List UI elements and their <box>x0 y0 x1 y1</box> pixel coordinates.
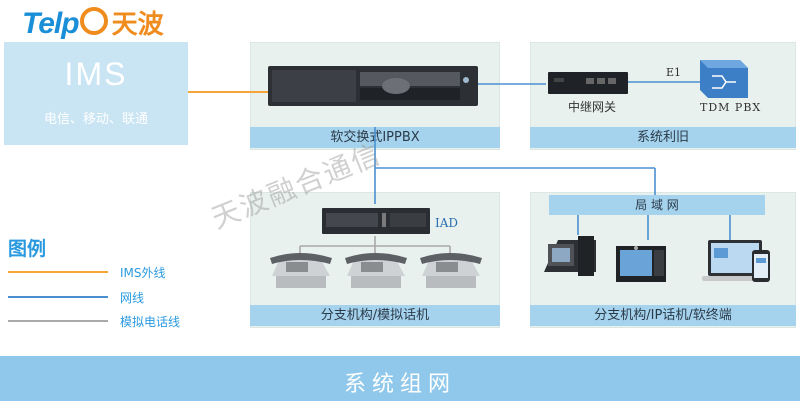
legend-label-network: 网线 <box>120 291 145 305</box>
network-diagram <box>8 60 770 322</box>
trunk-gateway-icon <box>548 72 628 94</box>
analog-label: 分支机构/模拟话机 <box>250 305 500 326</box>
iad-label: IAD <box>435 216 459 230</box>
analog-phone-icon <box>345 253 407 288</box>
analog-phone-icon <box>420 253 482 288</box>
logo-latin-text: Telp <box>22 7 80 40</box>
tdm-pbx-label: TDM PBX <box>700 101 762 114</box>
logo-chinese-text: 天波 <box>111 10 164 40</box>
ip-label: 分支机构/IP话机/软终端 <box>530 305 796 326</box>
e1-label: E1 <box>666 66 682 79</box>
ims-carriers: 电信、移动、联通 <box>43 112 148 127</box>
softphone-laptop-icon <box>702 240 768 281</box>
ippbx-server-icon <box>268 66 478 106</box>
tdm-pbx-icon <box>700 60 748 98</box>
logo-ring-icon <box>79 7 108 35</box>
ims-title: IMS <box>64 56 128 92</box>
footer-title: 系统组网 <box>0 356 800 401</box>
gateway-label: 中继网关 <box>568 100 617 114</box>
ims-box: IMS 电信、移动、联通 <box>4 42 188 145</box>
video-phone-icon <box>616 246 666 282</box>
analog-phone-icon <box>270 253 332 288</box>
legend-label-ims: IMS外线 <box>120 266 166 280</box>
smartphone-icon <box>752 250 770 282</box>
legend-label-analog: 模拟电话线 <box>120 315 181 329</box>
legend-title: 图例 <box>8 238 47 260</box>
legacy-label: 系统利旧 <box>530 127 796 148</box>
telpo-logo: Telp 天波 <box>22 4 164 40</box>
lan-bar: 局 域 网 <box>549 195 765 215</box>
iad-device-icon <box>322 208 430 234</box>
ip-phone-icon <box>544 236 596 276</box>
